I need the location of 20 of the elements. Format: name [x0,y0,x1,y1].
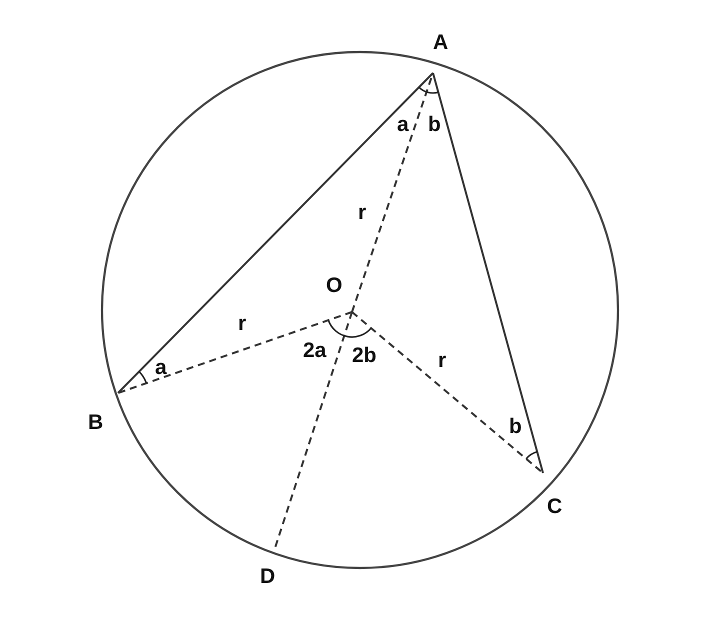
line-segment [432,72,544,474]
angle-label: 2a [303,340,326,361]
point-label: O [326,275,342,296]
angle-label: b [509,416,522,437]
point-label: D [260,566,276,587]
point-label: C [547,496,562,517]
angle-label: r [438,350,446,371]
angle-label: b [428,114,441,135]
dashed-line [118,311,352,394]
point-label: B [88,412,104,433]
angle-label: a [155,357,167,378]
angle-label: 2b [352,345,377,366]
dashed-line [274,312,353,548]
angle-label: a [397,114,409,135]
line-segment [117,72,434,394]
point-label: A [433,32,448,53]
dashed-line [351,311,544,474]
angle-label: r [358,202,366,223]
angle-label: r [238,313,246,334]
dashed-line [351,72,434,312]
